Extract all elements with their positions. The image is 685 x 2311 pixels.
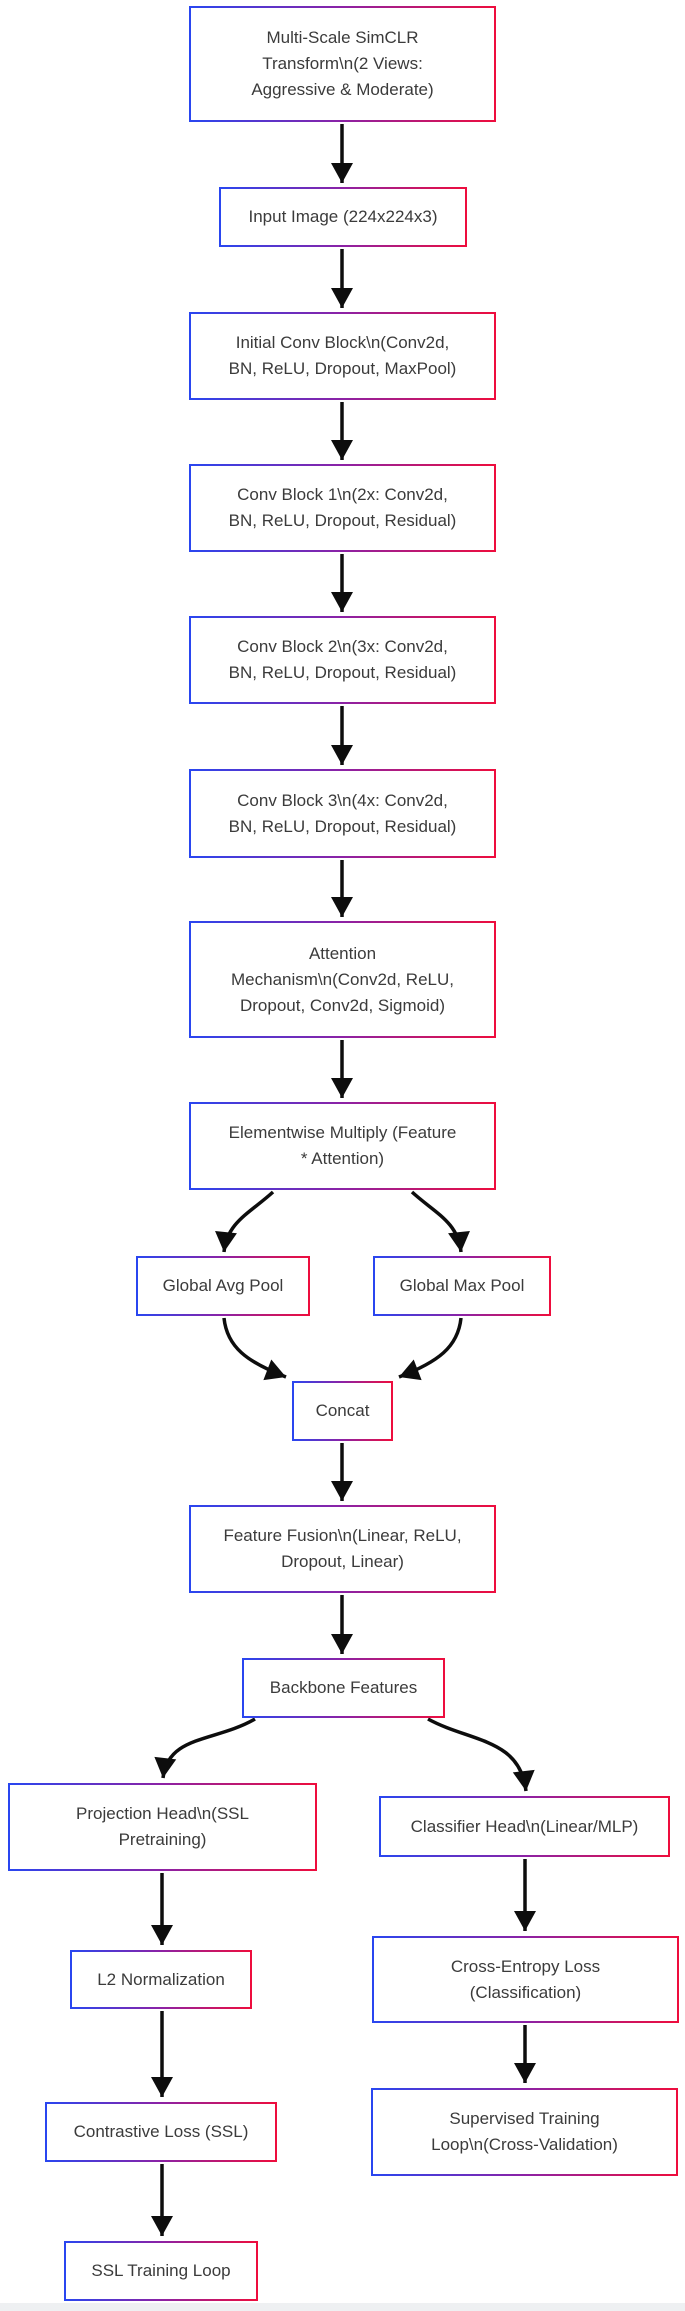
edge-backbone-to-classifier <box>427 1717 535 1792</box>
node-concat: Concat <box>292 1381 393 1441</box>
node-feature-fusion: Feature Fusion\n(Linear, ReLU, Dropout, … <box>189 1505 496 1593</box>
edge-avgpool-to-concat <box>222 1317 287 1381</box>
node-multi-scale-simclr-transform: Multi-Scale SimCLR Transform\n(2 Views: … <box>189 6 496 122</box>
node-global-max-pool: Global Max Pool <box>373 1256 551 1316</box>
node-backbone-features: Backbone Features <box>242 1658 445 1718</box>
node-l2-normalization: L2 Normalization <box>70 1950 252 2009</box>
edge-elementwise-to-maxpool <box>410 1190 470 1253</box>
node-global-avg-pool: Global Avg Pool <box>136 1256 310 1316</box>
node-conv-block-2: Conv Block 2\n(3x: Conv2d, BN, ReLU, Dro… <box>189 616 496 704</box>
node-contrastive-loss: Contrastive Loss (SSL) <box>45 2102 277 2162</box>
bottom-edge-strip <box>0 2303 685 2311</box>
node-initial-conv-block: Initial Conv Block\n(Conv2d, BN, ReLU, D… <box>189 312 496 400</box>
edge-elementwise-to-avgpool <box>215 1190 275 1253</box>
node-input-image: Input Image (224x224x3) <box>219 187 467 247</box>
node-ssl-training-loop: SSL Training Loop <box>64 2241 258 2301</box>
node-elementwise-multiply: Elementwise Multiply (Feature * Attentio… <box>189 1102 496 1190</box>
node-attention-mechanism: Attention Mechanism\n(Conv2d, ReLU, Drop… <box>189 921 496 1038</box>
node-supervised-training-loop: Supervised Training Loop\n(Cross-Validat… <box>371 2088 678 2176</box>
node-cross-entropy-loss: Cross-Entropy Loss (Classification) <box>372 1936 679 2023</box>
node-conv-block-3: Conv Block 3\n(4x: Conv2d, BN, ReLU, Dro… <box>189 769 496 858</box>
node-conv-block-1: Conv Block 1\n(2x: Conv2d, BN, ReLU, Dro… <box>189 464 496 552</box>
edge-maxpool-to-concat <box>398 1317 463 1381</box>
node-classifier-head: Classifier Head\n(Linear/MLP) <box>379 1796 670 1857</box>
edge-backbone-to-projection <box>154 1717 256 1779</box>
node-projection-head: Projection Head\n(SSL Pretraining) <box>8 1783 317 1871</box>
